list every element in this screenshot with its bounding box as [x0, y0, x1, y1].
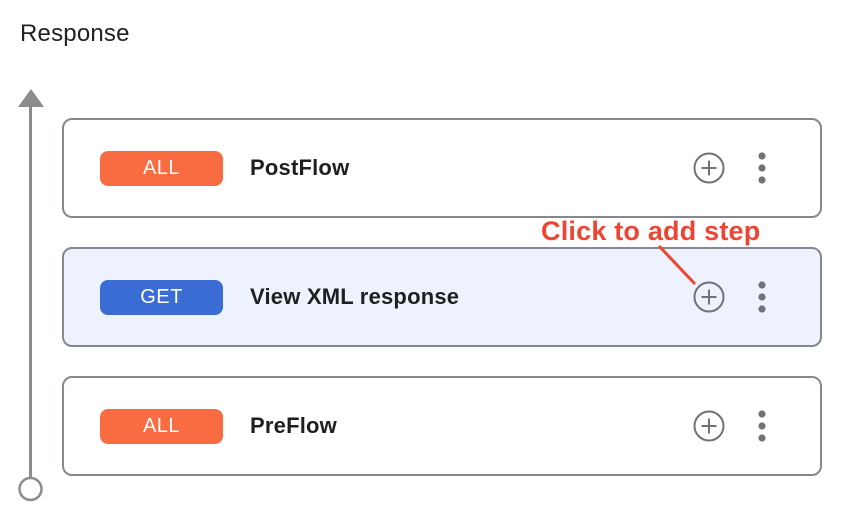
flow-card-preflow[interactable]: ALL PreFlow — [62, 376, 822, 476]
plus-circle-icon — [693, 281, 725, 313]
flow-card-view-xml-response[interactable]: GET View XML response — [62, 247, 822, 347]
flow-card-label: View XML response — [250, 284, 460, 309]
add-step-button[interactable] — [693, 152, 725, 184]
kebab-menu-icon — [758, 281, 766, 313]
more-options-button[interactable] — [750, 151, 774, 185]
kebab-menu-icon — [758, 410, 766, 442]
plus-circle-icon — [693, 152, 725, 184]
method-badge: GET — [100, 279, 223, 315]
annotation-label: Click to add step — [541, 216, 761, 246]
flow-card-label: PreFlow — [250, 413, 337, 438]
arrow-up-icon — [18, 89, 44, 107]
method-badge: ALL — [100, 408, 223, 444]
more-options-button[interactable] — [750, 409, 774, 443]
page-title: Response — [20, 20, 130, 47]
add-step-button[interactable] — [693, 281, 725, 313]
kebab-menu-icon — [758, 152, 766, 184]
circle-marker-icon — [18, 476, 43, 502]
add-step-button[interactable] — [693, 410, 725, 442]
flow-card-label: PostFlow — [250, 155, 350, 180]
flow-card-postflow[interactable]: ALL PostFlow — [62, 118, 822, 218]
method-badge: ALL — [100, 150, 223, 186]
more-options-button[interactable] — [750, 280, 774, 314]
plus-circle-icon — [693, 410, 725, 442]
